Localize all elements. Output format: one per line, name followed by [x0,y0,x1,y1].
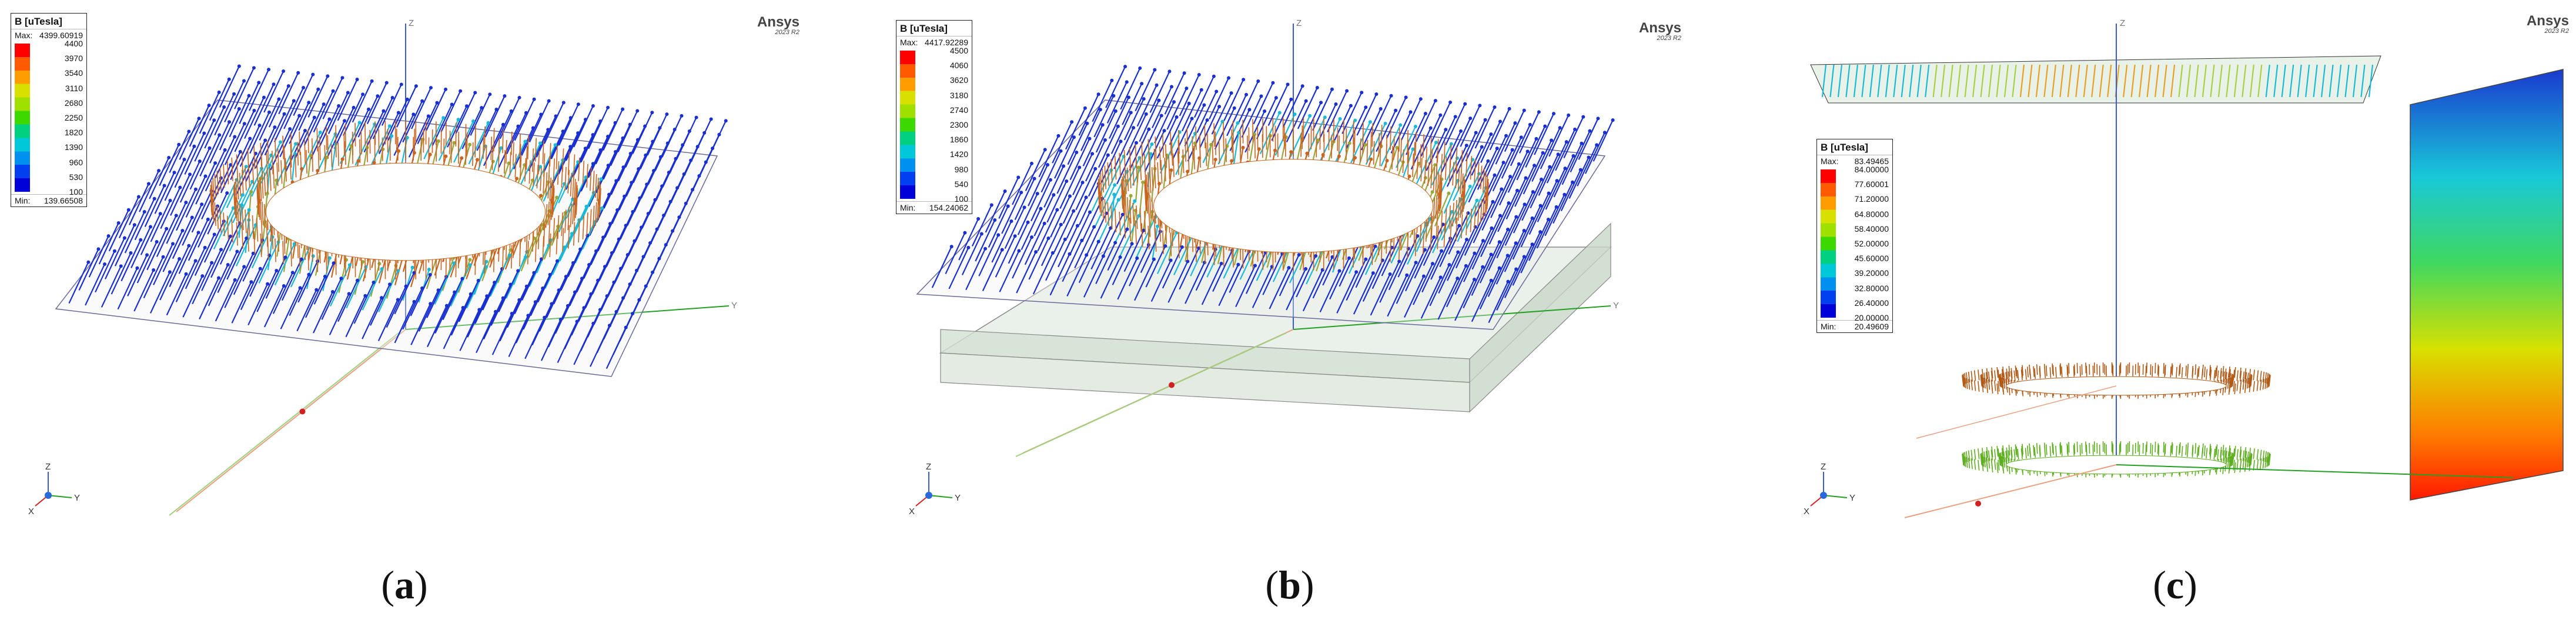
legend-tick: 530 [69,172,83,182]
axis-triad: Z Y X [1804,462,1855,517]
legend-b: B [uTesla] Max: 4417.92289 4500 4060 3620 3… [896,20,972,214]
legend-tick: 71.20000 [1854,194,1889,204]
triad-x-label: X [909,507,915,517]
global-axes: ZY [1015,18,1619,457]
triad-z-label: Z [45,462,51,472]
axis-z-label: Z [409,18,414,28]
side-field-plane [2410,69,2564,501]
legend-min: Min: 139.66508 [11,194,86,206]
legend-tick: 3970 [64,54,83,64]
axis-x-line [1904,464,2117,518]
panel-c: Z Z Y X B [uTesla] Max: 83.49465 84.00000 77… [1787,0,2576,623]
color-bar [1821,169,1836,318]
triad-x-label: X [28,507,34,517]
legend-tick: 1820 [64,128,83,138]
legend-tick: 84.00000 [1854,165,1889,174]
triad-z-label: Z [926,462,931,472]
legend-max: Max: 4417.92289 [896,36,972,48]
legend-title: B [uTesla] [1821,142,1868,153]
shield-plates [939,222,1612,413]
ansys-logo: Ansys 2023 R2 [2526,13,2569,35]
color-bar [15,44,30,192]
axis-y-label: Y [1613,301,1619,311]
legend-max: Max: 83.49465 [1817,155,1892,167]
legend-tick: 100 [954,194,968,204]
legend-tick: 77.60001 [1854,179,1889,189]
field-plot-c: Z Z Y X [1804,18,2564,518]
legend-tick: 960 [69,157,83,167]
legend-tick: 32.80000 [1854,283,1889,293]
legend-tick: 100 [69,187,83,196]
ansys-logo: Ansys 2023 R2 [757,14,799,36]
triad-y-label: Y [74,493,80,503]
legend-tick: 52.00000 [1854,239,1889,248]
triad-x-label: X [1804,507,1809,517]
legend-tick: 2300 [949,120,968,129]
legend-tick: 3110 [65,83,83,93]
triad-y-label: Y [1849,493,1855,503]
caption-a: (a) [381,562,428,607]
axis-triad: Z Y X [909,462,961,517]
legend-tick: 3540 [64,68,83,78]
legend-scale: 4400 3970 3540 3110 2680 2250 1820 1390 960 530 10… [15,39,83,196]
triad-z-label: Z [1821,462,1826,472]
coil-arrows [1962,362,2271,399]
legend-tick: 20.00000 [1854,313,1889,322]
legend-tick: 39.20000 [1854,268,1889,278]
legend-tick: 1420 [949,149,968,159]
legend-tick: 1390 [64,142,83,152]
legend-tick: 2250 [64,113,83,122]
legend-tick: 2740 [949,105,968,115]
top-field-sheet [1810,55,2381,104]
legend-tick: 3180 [949,90,968,100]
global-axes: ZY [169,18,737,516]
legend-tick: 3620 [949,75,968,85]
legend-tick: 1860 [949,135,968,145]
coil-arrows [210,121,601,279]
legend-min: Min: 20.49609 [1817,320,1892,332]
axis-triad: Z Y X [28,462,80,517]
legend-tick: 2680 [64,98,83,108]
legend-min: Min: 154.24062 [896,201,972,214]
legend-tick: 4400 [64,39,83,48]
axis-z-label: Z [2120,18,2125,28]
legend-scale: 4500 4060 3620 3180 2740 2300 1860 1420 980 540 10… [900,46,968,204]
legend-title: B [uTesla] [900,23,948,34]
triad-y-label: Y [955,493,961,503]
axis-z-label: Z [1296,18,1302,28]
legend-a: B [uTesla] Max: 4399.60919 4400 3970 3540 3… [11,13,87,207]
legend-tick: 26.40000 [1854,298,1889,308]
caption-c: (c) [2153,562,2197,607]
legend-scale: 84.00000 77.60001 71.20000 64.80000 58.40000… [1821,165,1889,322]
legend-tick: 64.80000 [1854,209,1889,219]
color-bar [900,51,915,199]
legend-tick: 980 [954,164,968,174]
axis-y-label: Y [731,301,737,311]
legend-tick: 45.60000 [1854,254,1889,264]
legend-tick: 58.40000 [1854,224,1889,234]
caption-b: (b) [1265,562,1314,607]
legend-tick: 4060 [949,61,968,71]
legend-tick: 540 [954,179,968,189]
legend-title: B [uTesla] [15,16,62,27]
legend-c: B [uTesla] Max: 83.49465 84.00000 77.6000… [1816,139,1893,333]
ansys-logo: Ansys 2023 R2 [1638,20,1681,42]
axis-y-line [2116,464,2514,478]
coil-arrows [1098,118,1489,271]
legend-tick: 4500 [949,46,968,55]
legend-max: Max: 4399.60919 [11,29,86,41]
